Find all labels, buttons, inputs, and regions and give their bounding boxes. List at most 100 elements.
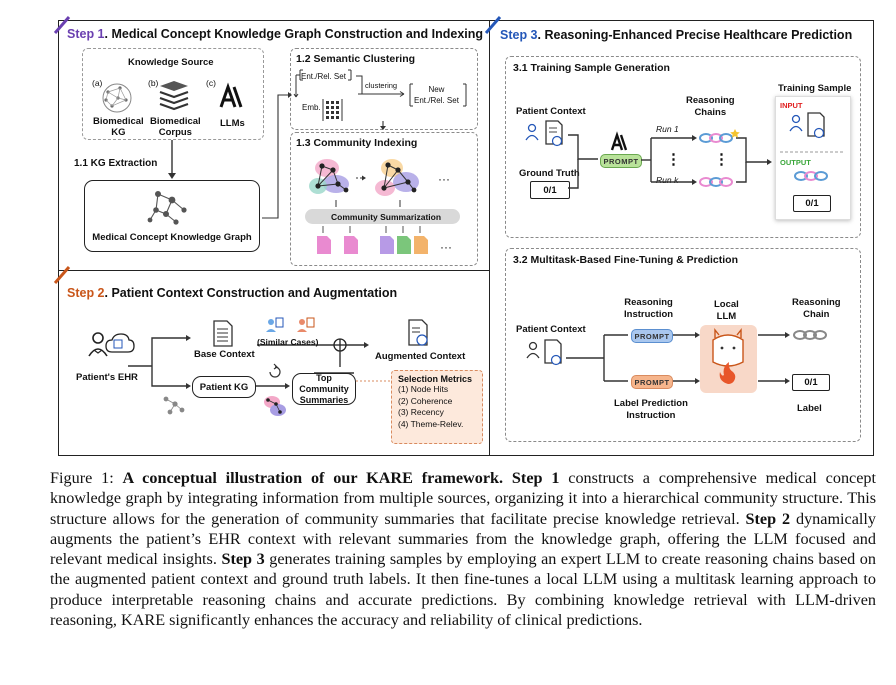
metric-item: (4) Theme-Relev. [398, 418, 464, 429]
caption-text2: dynamically augments the patient’s EHR c… [50, 509, 876, 569]
metric-item: (2) Coherence [398, 395, 453, 406]
emb-label: Emb. [302, 103, 321, 112]
caption-text3: generates training samples by employing … [50, 550, 876, 630]
top-community-line1: Top Community [299, 372, 349, 394]
community-graph-icon [309, 159, 349, 194]
input-context-icon [789, 112, 825, 139]
source-c-label: LLMs [220, 118, 245, 129]
patient-ehr-label: Patient's EHR [76, 372, 138, 383]
selection-metrics-box: Selection Metrics (1) Node Hits (2) Cohe… [391, 370, 483, 444]
finetune-label: 3.2 Multitask-Based Fine-Tuning & Predic… [513, 254, 738, 266]
step3-title: . Reasoning-Enhanced Precise Healthcare … [537, 28, 853, 42]
run1-label: Run 1 [656, 124, 679, 134]
knowledge-source-label: Knowledge Source [128, 57, 214, 68]
caption-step3: Step 3 [221, 550, 265, 569]
finetune-box [505, 248, 861, 442]
top-community-box: Top Community Summaries [292, 373, 356, 405]
training-generation-label: 3.1 Training Sample Generation [513, 62, 670, 74]
patient-kg-label: Patient KG [199, 381, 249, 393]
fire-icon [719, 362, 736, 384]
network-sphere-icon [102, 83, 132, 113]
selection-metrics-title: Selection Metrics [398, 374, 473, 384]
patient-context-icon [526, 339, 562, 366]
community-graph-icon [375, 159, 419, 196]
top-community-line2: Summaries [299, 394, 349, 405]
training-label-value: 0/1 [793, 195, 831, 212]
caption-step2: Step 2 [745, 509, 791, 528]
community-indexing-label: 1.3 Community Indexing [296, 137, 418, 149]
step1-heading: Step 1. Medical Concept Knowledge Graph … [67, 27, 483, 41]
base-context-document-icon [213, 320, 233, 347]
prompt-badge-expert: PROMPT [600, 154, 642, 168]
step2-title: . Patient Context Construction and Augme… [104, 286, 398, 300]
ground-truth-value: 0/1 [530, 181, 570, 199]
metric-item: (3) Recency [398, 407, 444, 417]
similar-cases-icons [266, 317, 315, 332]
training-sample-label: Training Sample [778, 83, 852, 94]
source-a-tag: (a) [92, 78, 103, 88]
medical-kg-box: Medical Concept Knowledge Graph [84, 180, 260, 252]
semantic-clustering-box [290, 48, 478, 130]
knowledge-source-box [82, 48, 264, 140]
patient-kg-box: Patient KG [192, 376, 256, 398]
caption-figure-number: Figure 1: [50, 469, 123, 487]
community-summarization-label: Community Summarization [331, 212, 442, 222]
step3-heading: Step 3. Reasoning-Enhanced Precise Healt… [500, 28, 852, 42]
label-output-label: Label [797, 403, 822, 414]
input-label: INPUT [780, 101, 803, 110]
chain-icon [699, 133, 733, 143]
combine-plus-icon [333, 338, 347, 352]
output-chain-icon [794, 171, 828, 181]
book-stack-icon [159, 81, 189, 111]
predicted-label-value: 0/1 [792, 374, 830, 391]
community-subgraph-icon [264, 396, 286, 416]
star-icon [730, 129, 740, 138]
ellipsis-docs: ··· [440, 240, 452, 254]
patient-graph-icon [163, 396, 185, 415]
caption-step1: Step 1 [511, 469, 560, 487]
summary-document-icons [317, 236, 428, 254]
similar-cases-label: (Similar Cases) [257, 337, 319, 347]
llama-icon [712, 328, 744, 367]
augmented-context-document-icon [408, 319, 428, 346]
patient-context-label-1: Patient Context [516, 106, 586, 117]
ellipsis-graph: ··· [438, 172, 450, 186]
step3-number: Step 3 [500, 28, 538, 42]
llm-logo-icon [219, 82, 243, 108]
prompt-badge-label: PROMPT [631, 375, 673, 389]
source-b-tag: (b) [148, 78, 159, 88]
caption-text1: constructs a comprehensive medical conce… [50, 469, 877, 528]
training-generation-box [505, 56, 861, 238]
ground-truth-label: Ground Truth [519, 168, 580, 179]
kg-extraction-label: 1.1 KG Extraction [74, 158, 158, 169]
ehr-cloud-icon [105, 333, 135, 353]
base-context-label: Base Context [194, 349, 255, 360]
augmented-context-label: Augmented Context [375, 351, 466, 362]
embedding-matrix-icon [326, 101, 339, 119]
vertical-ellipsis: ⋮ [666, 151, 681, 168]
ent-rel-set-label: Ent./Rel. Set [301, 72, 346, 81]
metric-item: (1) Node Hits [398, 384, 449, 394]
chain-icon [699, 177, 733, 187]
chain-icon [793, 330, 827, 340]
caption-title: A conceptual illustration of our KARE fr… [122, 469, 504, 487]
vertical-ellipsis: ⋮ [714, 151, 729, 168]
step1-number: Step 1 [67, 27, 105, 41]
refresh-icon [269, 363, 281, 378]
community-indexing-box [290, 132, 478, 266]
patient-context-label-2: Patient Context [516, 324, 586, 335]
step1-title: . Medical Concept Knowledge Graph Constr… [104, 27, 484, 41]
